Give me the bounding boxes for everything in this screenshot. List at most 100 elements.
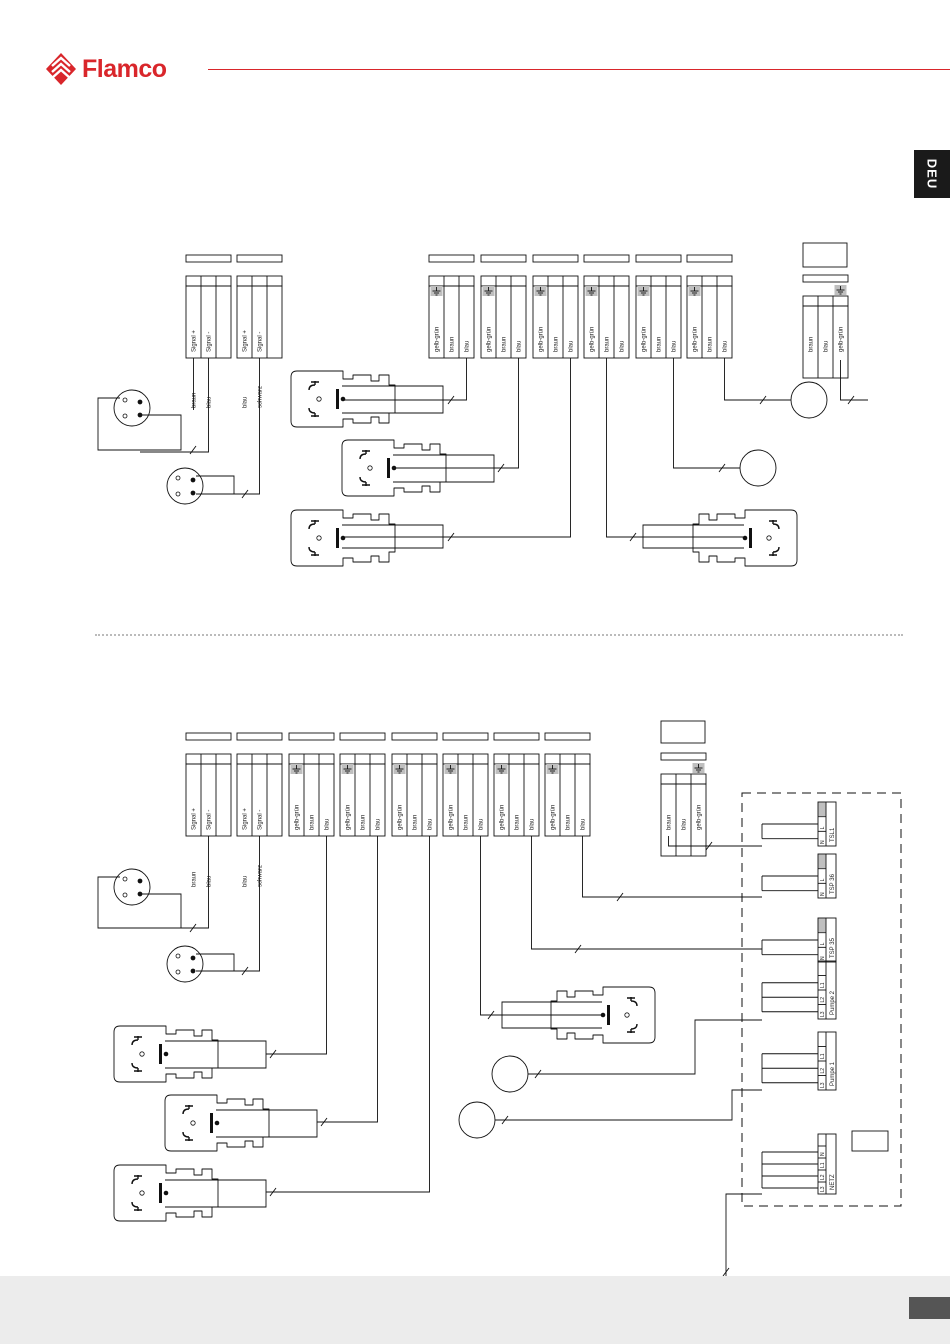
valve-pin-active	[600, 1012, 606, 1018]
control-pin-label: N	[820, 956, 826, 960]
terminal-label: blau	[682, 819, 688, 830]
sensor-pin-active	[138, 879, 142, 883]
ground-icon	[585, 286, 598, 296]
cable-break-mark	[269, 1187, 277, 1197]
control-pin-label: L1	[820, 1053, 826, 1059]
flamco-logo-icon	[46, 53, 76, 85]
wire-color-label: blau	[243, 876, 249, 887]
terminal-label: Signal -	[207, 810, 213, 830]
wire	[840, 360, 868, 401]
valve-pin	[624, 1012, 630, 1018]
wire	[216, 1109, 318, 1138]
terminal-label: braun	[566, 815, 572, 830]
cable-break-mark	[269, 1049, 277, 1059]
pump-motor-1	[491, 1055, 529, 1093]
language-tab: DEU	[914, 150, 950, 198]
valve-hook	[359, 450, 370, 460]
terminal-label-box	[686, 254, 733, 263]
valve-connector-4	[550, 986, 656, 1044]
control-module-name: TSP 35	[830, 937, 836, 958]
terminal-label: blau	[479, 819, 485, 830]
terminal-label: gelb-grün	[539, 327, 545, 352]
terminal-label: braun	[413, 815, 419, 830]
control-pin-label: N	[820, 1152, 826, 1156]
terminal-label: braun	[450, 337, 456, 352]
terminal-label-box	[493, 732, 540, 741]
control-pin-label: L1	[820, 982, 826, 988]
mains-label-box	[660, 720, 706, 744]
terminal-block	[544, 763, 591, 837]
control-pin-label: L3	[820, 1082, 826, 1088]
terminal-label: braun	[502, 337, 508, 352]
valve-bar	[336, 528, 339, 548]
sensor-pin	[122, 876, 128, 882]
terminal-label: gelb-grün	[295, 805, 301, 830]
valve-pin	[190, 1120, 196, 1126]
valve-hook	[308, 546, 319, 556]
control-pin-label: L2	[820, 1068, 826, 1074]
terminal-label: braun	[310, 815, 316, 830]
terminal-strip	[442, 753, 489, 765]
ground-icon	[482, 286, 495, 296]
wire-color-label: blau	[207, 876, 213, 887]
control-pin-label: N	[820, 840, 826, 844]
wire	[165, 1040, 267, 1069]
wire	[606, 358, 744, 538]
terminal-label-box	[635, 254, 682, 263]
terminal-label: blau	[620, 341, 626, 352]
valve-outline	[692, 509, 798, 567]
terminal-block	[339, 763, 386, 837]
sensor-pin-active	[191, 478, 195, 482]
cable-break-mark	[447, 395, 455, 405]
valve-bar	[336, 389, 339, 409]
terminal-block	[391, 763, 438, 837]
sensor-body	[113, 868, 151, 906]
control-module-name: TSP 36	[830, 873, 836, 894]
ground-icon	[818, 854, 826, 869]
valve-hook	[308, 520, 319, 530]
terminal-label: gelb-grün	[500, 805, 506, 830]
terminal-label: gelb-grün	[693, 327, 699, 352]
temperature-sensor-2	[166, 467, 204, 505]
sensor-body	[166, 945, 204, 983]
terminal-label: braun	[464, 815, 470, 830]
wire	[668, 836, 762, 847]
terminal-label: braun	[361, 815, 367, 830]
cable-break-mark	[629, 532, 637, 542]
terminal-label: Signal +	[192, 808, 198, 830]
terminal-label: braun	[605, 337, 611, 352]
page-number-tab	[909, 1297, 950, 1319]
control-pin-label: L	[820, 942, 826, 945]
ground-icon	[393, 764, 406, 774]
sensor-pin	[122, 413, 128, 419]
cable-break-mark	[722, 1267, 730, 1277]
valve-pin-active	[163, 1190, 169, 1196]
wire	[97, 397, 182, 451]
sensor-pin-active	[138, 400, 142, 404]
wire	[234, 358, 260, 495]
terminal-label: blau	[465, 341, 471, 352]
valve-pin	[766, 535, 772, 541]
valve-hook	[182, 1131, 193, 1141]
terminal-label-box	[391, 732, 438, 741]
terminal-label: braun	[708, 337, 714, 352]
ground-icon	[834, 285, 847, 295]
valve-outline	[113, 1025, 219, 1083]
wire	[181, 836, 209, 929]
valve-outline	[164, 1094, 270, 1152]
valve-connector-2	[164, 1094, 270, 1152]
terminal-label: braun	[657, 337, 663, 352]
terminal-label: gelb-grün	[839, 327, 845, 352]
valve-outline	[290, 370, 396, 428]
wire	[196, 475, 235, 495]
wire	[342, 524, 444, 549]
terminal-strip	[339, 753, 386, 765]
wire	[724, 358, 791, 401]
control-module-name: Pumpe 2	[830, 990, 836, 1015]
control-pin-label: N	[820, 892, 826, 896]
temperature-sensor-1	[113, 389, 151, 427]
control-pin-label: L3	[820, 1011, 826, 1017]
valve-hook	[627, 997, 638, 1007]
